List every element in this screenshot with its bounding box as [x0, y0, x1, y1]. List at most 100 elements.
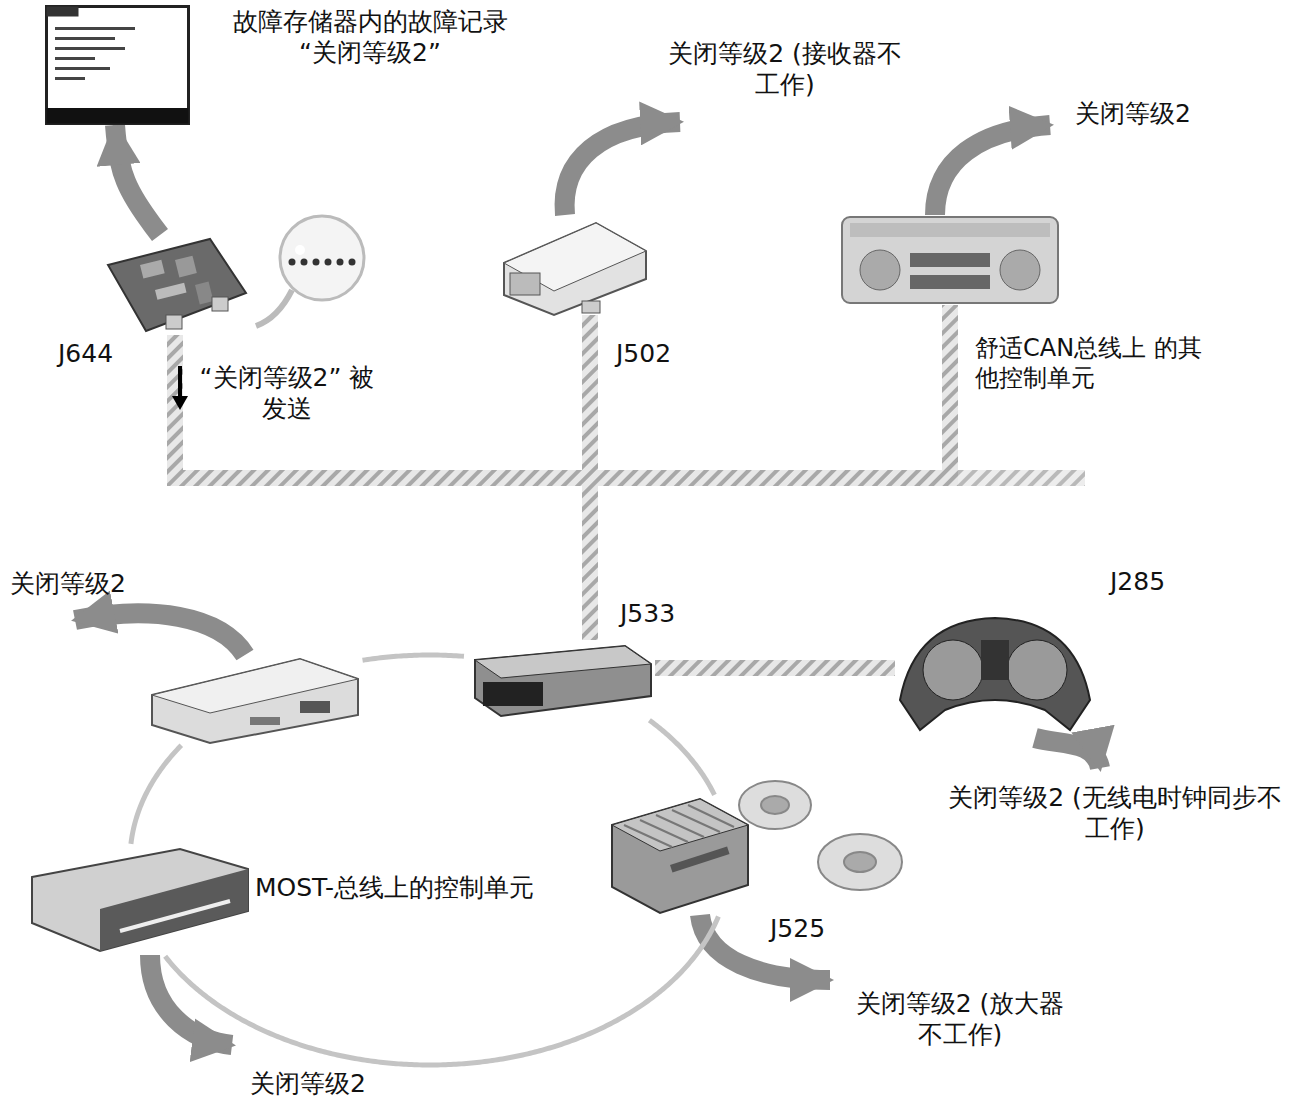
status-label: 关闭等级2 (接收器不工作)	[665, 38, 905, 101]
illustration-shape	[910, 253, 990, 267]
most-ring-line	[131, 745, 181, 844]
illustration-shape	[1007, 640, 1067, 700]
most-ring-line	[649, 720, 714, 795]
illustration-shape	[108, 239, 246, 331]
illustration-shape	[166, 315, 182, 329]
illustration-shape	[670, 846, 730, 872]
illustration-shape	[510, 273, 540, 295]
fault-memory-screen: 故障存储器内的故障记录 “关闭等级2”	[45, 5, 190, 125]
illustration-shape	[289, 259, 296, 266]
illustration-shape	[212, 297, 228, 311]
can-bus-line	[175, 335, 590, 640]
gateway-module: J644	[100, 235, 250, 335]
instrument-cluster: J285	[895, 610, 1095, 740]
illustration-shape	[55, 67, 110, 70]
illustration-shape	[624, 825, 672, 847]
illustration-shape	[656, 815, 704, 837]
illustration-shape	[155, 283, 187, 300]
illustration-shape	[923, 640, 983, 700]
illustration-shape	[349, 259, 356, 266]
receiver-module: J502	[500, 215, 650, 315]
status-label: MOST-总线上的控制单元	[255, 872, 534, 903]
illustration-shape	[612, 799, 748, 851]
can-bus-line	[655, 660, 895, 676]
climate-panel: 舒适CAN总线上 的其他控制单元	[840, 215, 1060, 305]
component-picture	[465, 640, 655, 720]
component-picture	[30, 845, 250, 955]
illustration-shape	[280, 216, 364, 300]
illustration-shape	[175, 256, 197, 278]
illustration-shape	[844, 852, 876, 872]
component-label: J502	[616, 338, 671, 369]
illustration-shape	[739, 781, 811, 829]
illustration-shape	[842, 217, 1058, 303]
illustration-shape	[672, 810, 720, 832]
illustration-shape	[55, 77, 85, 80]
illustration-shape	[55, 57, 95, 60]
illustration-shape	[582, 301, 600, 313]
illustration-shape	[900, 618, 1090, 730]
component-picture	[100, 235, 250, 335]
component-label: J525	[770, 913, 825, 944]
illustration-shape	[55, 47, 125, 50]
illustration-shape	[325, 259, 332, 266]
most-unit: 关闭等级2	[30, 845, 250, 955]
illustration-shape	[624, 805, 734, 847]
status-arrow	[75, 613, 245, 655]
illustration-shape	[55, 27, 135, 30]
illustration-shape	[256, 290, 292, 326]
illustration-shape	[75, 122, 1100, 1045]
illustration-shape	[981, 640, 1009, 680]
status-arrow	[150, 955, 232, 1045]
illustration-shape	[152, 659, 358, 713]
illustration-shape	[910, 275, 990, 289]
component-label: 关闭等级2	[250, 1068, 366, 1099]
component-picture	[895, 610, 1095, 740]
illustration-shape	[761, 796, 789, 814]
most-ring-line	[363, 655, 464, 660]
can-bus-line	[590, 305, 950, 640]
component-label: J285	[1110, 566, 1165, 597]
status-label: 关闭等级2	[1075, 98, 1191, 129]
illustration-shape	[120, 901, 230, 931]
illustration-shape	[313, 259, 320, 266]
illustration-shape	[818, 834, 902, 890]
speaker	[739, 781, 902, 890]
amplifier: J525	[610, 795, 750, 915]
component-label: J533	[620, 598, 675, 629]
illustration-shape	[152, 659, 358, 743]
illustration-shape	[195, 282, 213, 305]
component-label: 关闭等级2	[10, 568, 126, 599]
component-picture	[45, 5, 190, 125]
status-label: 关闭等级2 (放大器不工作)	[850, 988, 1070, 1051]
illustration-shape	[47, 7, 79, 17]
status-arrow	[1035, 738, 1100, 768]
component-label: J644	[58, 338, 113, 369]
send-arrowhead	[172, 396, 188, 410]
illustration-shape	[47, 108, 189, 124]
gateway-control-unit: J533	[465, 640, 655, 720]
illustration-shape	[100, 869, 248, 951]
illustration-shape	[301, 259, 308, 266]
illustration-shape	[504, 223, 646, 315]
component-label: 故障存储器内的故障记录 “关闭等级2”	[210, 6, 530, 69]
illustration-shape	[850, 223, 1050, 237]
status-arrow	[565, 122, 680, 215]
illustration-shape	[475, 646, 651, 716]
illustration-shape	[47, 7, 189, 124]
bus-extension	[950, 470, 1085, 486]
status-arrow	[935, 125, 1050, 215]
status-label: “关闭等级2” 被发送	[192, 362, 382, 425]
illustration-shape	[32, 849, 248, 951]
illustration-shape	[688, 805, 734, 827]
status-label: 关闭等级2 (无线电时钟同步不工作)	[945, 782, 1285, 845]
illustration-shape	[55, 37, 115, 40]
arrow-connector	[115, 125, 160, 235]
component-picture	[840, 215, 1060, 305]
illustration-shape	[300, 701, 330, 713]
